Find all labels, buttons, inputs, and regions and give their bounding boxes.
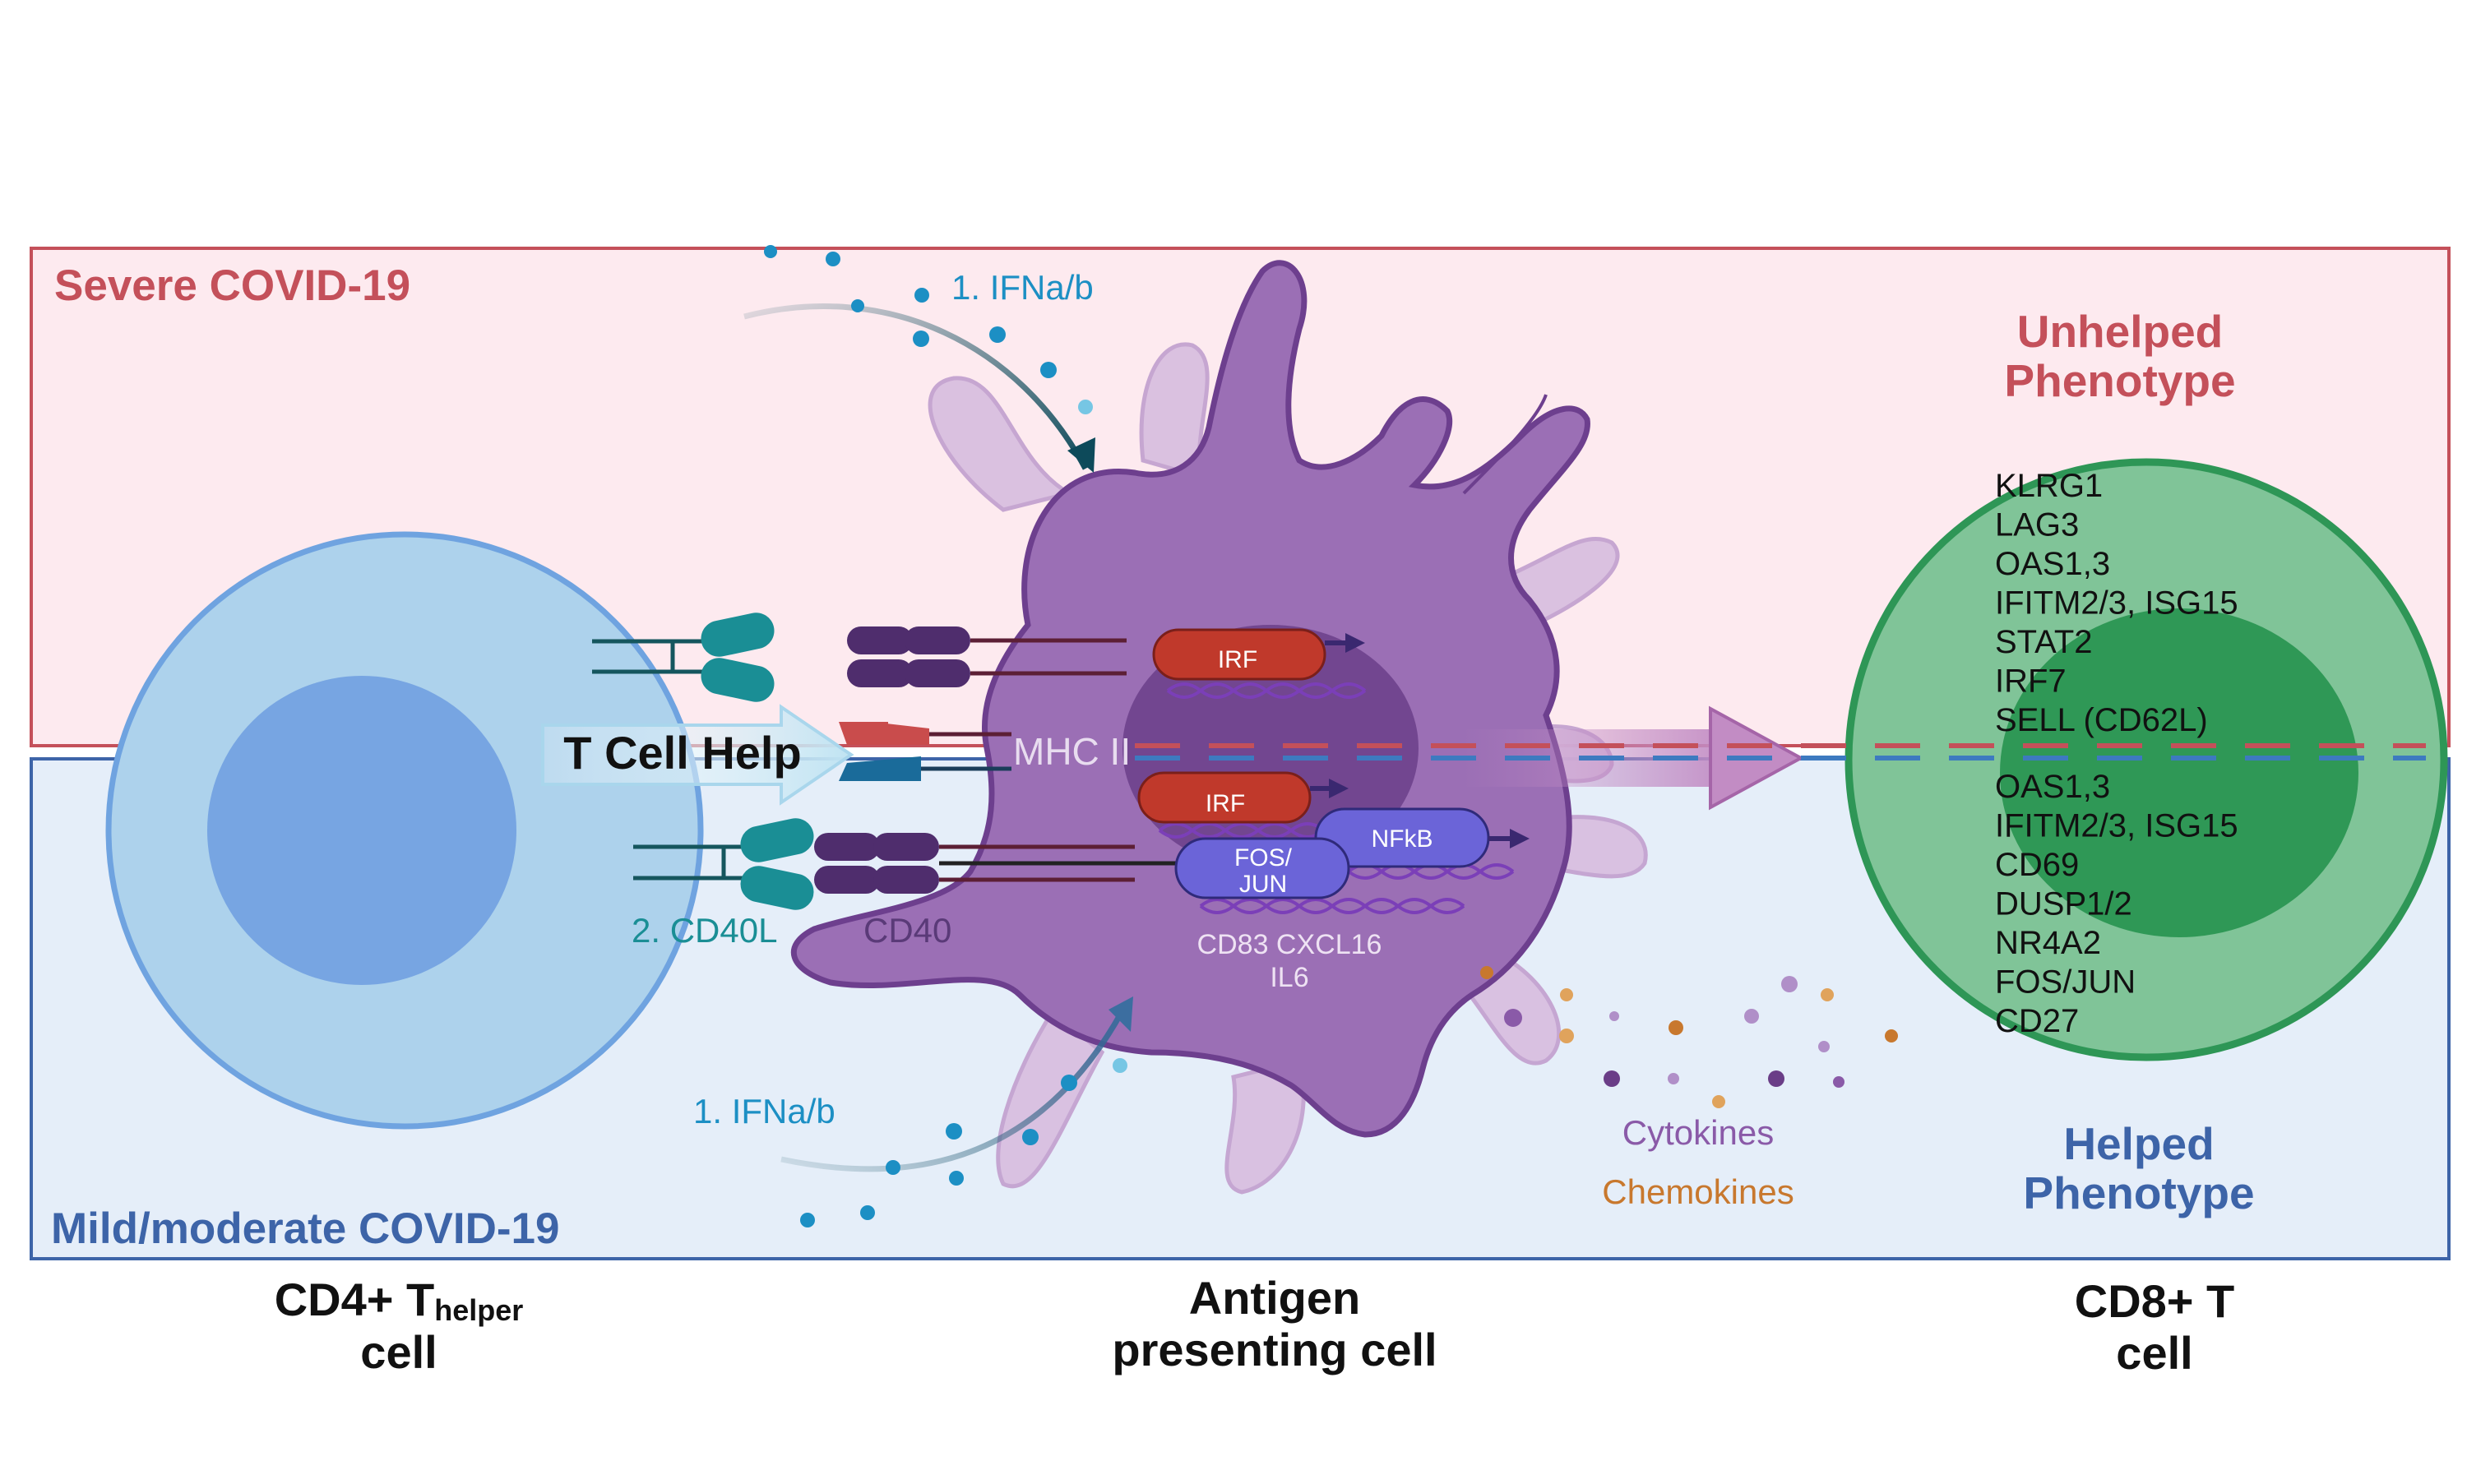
tcr-receptor-top [592,613,775,702]
cd8-t-cell [1844,458,2448,1061]
unhelped-gene: OAS1,3 [1995,546,2110,582]
apc-target-genes-1: CD83 CXCL16 [1197,929,1382,960]
cytokine-particles [1480,966,1898,1108]
t-cell-help-label: T Cell Help [563,727,801,779]
nfkb-label: NFkB [1372,825,1433,853]
cd8-nucleus [2000,608,2358,937]
helped-gene: CD69 [1995,847,2079,883]
cytokines-label: Cytokines [1622,1113,1774,1152]
irf-mid-label: IRF [1206,790,1245,817]
severe-region-label: Severe COVID-19 [54,261,410,310]
fos-jun-tf [1174,837,1350,899]
cd40-label: CD40 [863,911,951,950]
irf-top-label: IRF [1218,646,1257,673]
fos-jun-line-2: JUN [1239,871,1287,898]
cd4-nucleus [207,676,516,985]
cd8-cell-label: CD8+ T cell [1998,1275,2311,1379]
fos-jun-label: FOS/JUN [1234,844,1293,898]
apc-label-line2: presenting cell [1112,1323,1437,1375]
helped-gene: NR4A2 [1995,925,2101,961]
cd4-label-main: CD4+ T [274,1274,435,1325]
cd8-label-line2: cell [2116,1326,2193,1379]
ifn-bottom-label: 1. IFNa/b [693,1092,835,1130]
ifn-top-label: 1. IFNa/b [951,268,1094,307]
irf-mid-tf [1137,771,1349,824]
cd8-label-line1: CD8+ T [2074,1275,2235,1327]
helped-title-line-2: Phenotype [2023,1167,2254,1218]
chemokines-label: Chemokines [1602,1172,1794,1211]
apc-receptor-top [847,626,1127,687]
t-cell-help-arrow [541,704,854,806]
mhc-ii-label: MHC II [1013,730,1131,773]
helped-gene: IFITM2/3, ISG15 [1995,808,2238,844]
helped-gene: OAS1,3 [1995,769,2110,805]
unhelped-gene: SELL (CD62L) [1995,702,2208,738]
irf-top-tf [1152,628,1365,681]
cd40l-receptor [633,818,814,910]
cd4-cell-label: CD4+ Thelper cell [210,1274,588,1379]
fos-jun-line-1: FOS/ [1234,844,1293,871]
unhelped-gene: STAT2 [1995,624,2093,660]
cd4-label-line2: cell [360,1326,437,1379]
unhelped-gene: IRF7 [1995,663,2067,700]
cd4-label-sub: helper [434,1293,524,1327]
apc-back-protrusions [928,342,1648,1195]
unhelped-gene: IFITM2/3, ISG15 [1995,585,2238,622]
unhelped-gene: LAG3 [1995,507,2079,543]
mhc-ii-complex [839,722,1011,781]
helped-gene: CD27 [1995,1003,2079,1039]
apc-target-genes-2: IL6 [1270,962,1308,993]
apc-label-line1: Antigen [1188,1272,1361,1324]
unhelped-title-line-2: Phenotype [2004,355,2235,406]
nfkb-tf [1314,807,1530,868]
helped-gene: FOS/JUN [1995,964,2136,1001]
helped-gene: DUSP1/2 [1995,886,2132,922]
ifn-bottom-signal [780,996,1133,1227]
mild-region-label: Mild/moderate COVID-19 [51,1204,559,1253]
unhelped-gene: KLRG1 [1995,468,2103,504]
cd40-receptor [814,833,1188,894]
helped-title-line-1: Helped [2063,1118,2214,1169]
unhelped-title-line-1: Unhelped [2017,306,2224,357]
ifn-top-signal [743,245,1095,473]
apc-cell-label: Antigen presenting cell [1011,1272,1538,1375]
cd4-t-cell [105,531,704,1130]
cd40l-label: 2. CD40L [632,911,777,950]
